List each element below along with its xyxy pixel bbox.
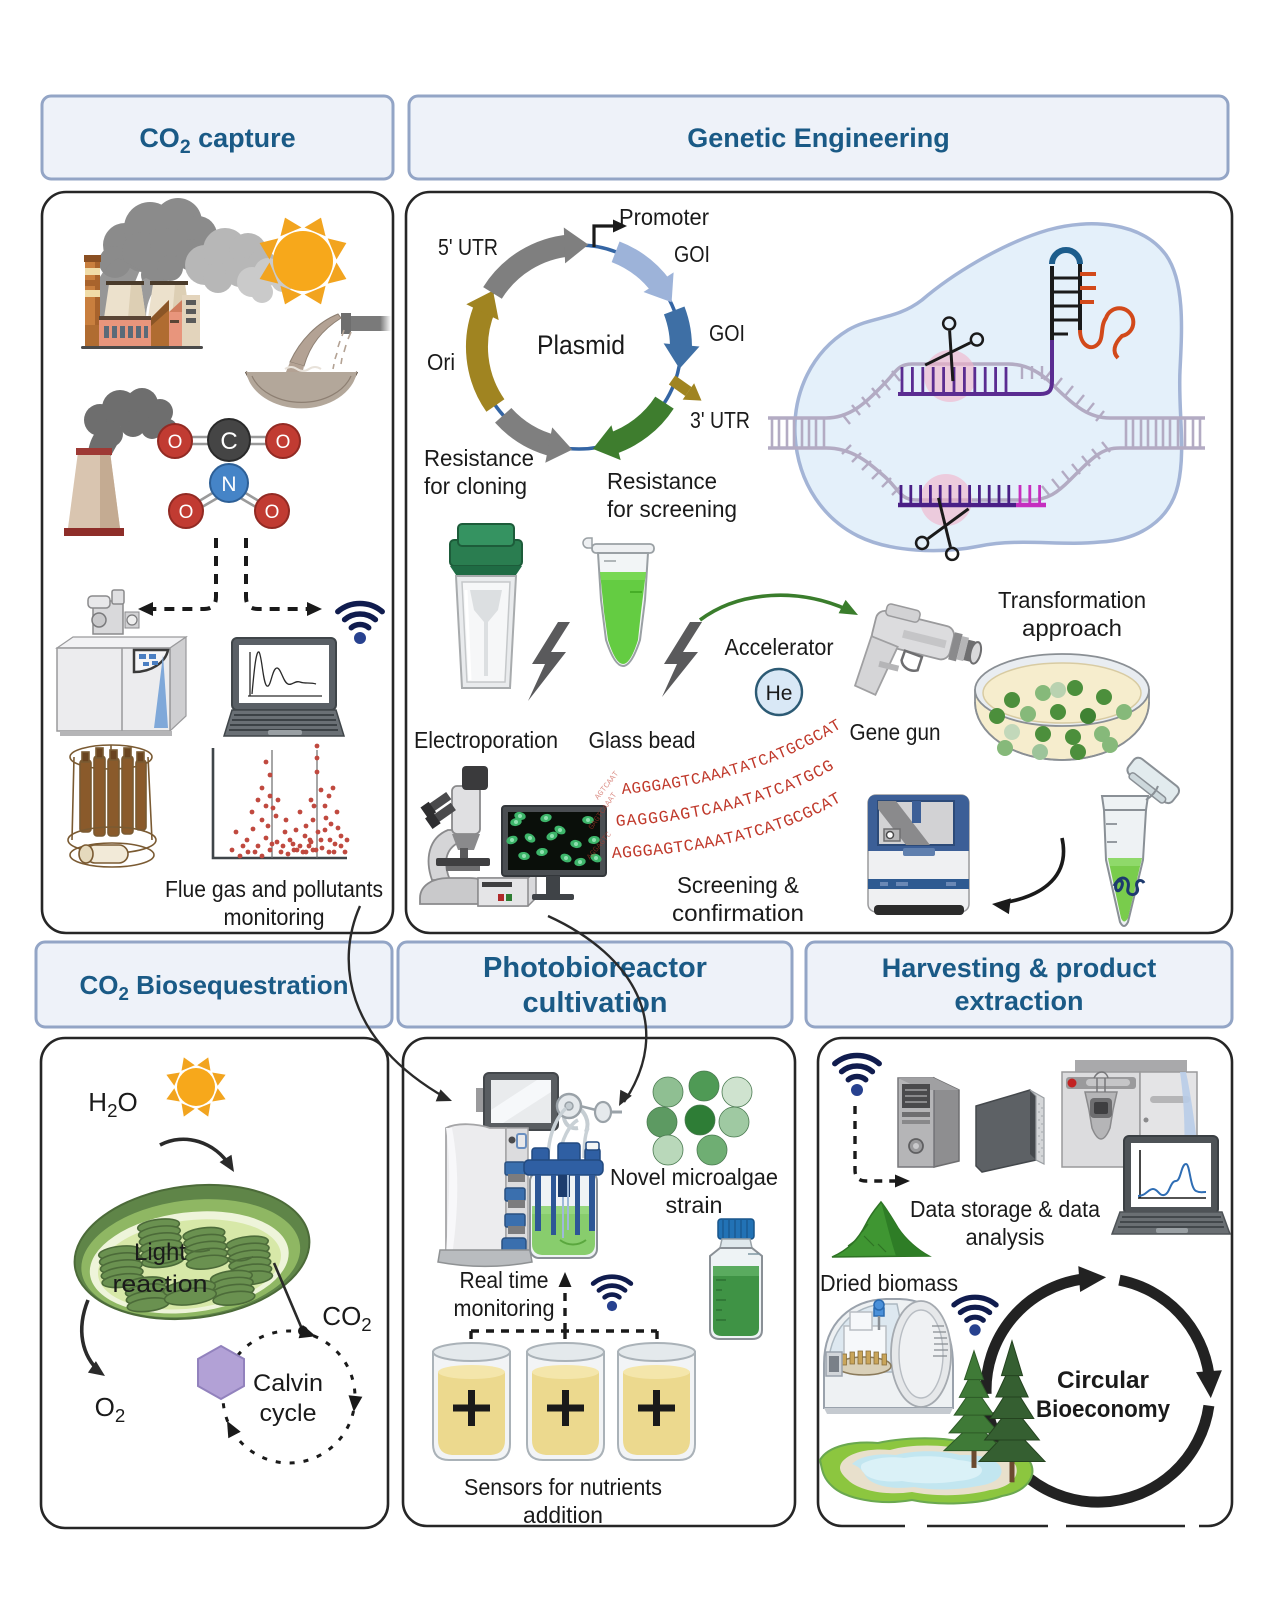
svg-text:N: N [221,473,236,496]
svg-text:monitoring: monitoring [224,904,325,930]
svg-text:GOI: GOI [674,241,710,267]
svg-text:O: O [276,432,291,453]
svg-text:for cloning: for cloning [424,473,527,499]
svg-text:Screening &: Screening & [677,872,799,898]
svg-text:O: O [168,432,183,453]
svg-text:Calvin: Calvin [253,1370,323,1397]
svg-text:O: O [265,502,280,523]
svg-text:strain: strain [666,1192,723,1218]
svg-text:CO2 capture: CO2 capture [139,123,295,158]
svg-text:O: O [179,502,194,523]
svg-text:Transformation: Transformation [998,587,1146,613]
svg-text:Bioeconomy: Bioeconomy [1036,1396,1171,1423]
svg-text:addition: addition [523,1502,603,1528]
svg-text:Resistance: Resistance [424,445,534,471]
svg-text:for screening: for screening [607,496,737,522]
svg-text:Light: Light [134,1239,186,1266]
svg-text:Photobioreactor: Photobioreactor [483,952,707,984]
svg-text:Data storage & data: Data storage & data [910,1196,1100,1222]
svg-text:Ori: Ori [427,349,455,375]
svg-text:Electroporation: Electroporation [414,727,558,753]
svg-text:C: C [220,428,237,455]
svg-text:confirmation: confirmation [672,900,804,926]
svg-text:reaction: reaction [113,1271,208,1298]
svg-text:Resistance: Resistance [607,468,717,494]
svg-text:3' UTR: 3' UTR [690,407,750,433]
svg-text:Sensors for nutrients: Sensors for nutrients [464,1474,662,1500]
svg-text:He: He [766,682,793,705]
svg-text:Glass bead: Glass bead [589,727,696,753]
svg-text:5' UTR: 5' UTR [438,234,498,260]
svg-text:Circular: Circular [1057,1367,1149,1394]
svg-text:Gene gun: Gene gun [850,719,941,745]
svg-text:Harvesting & product: Harvesting & product [882,953,1157,983]
svg-text:CO2 Biosequestration: CO2 Biosequestration [80,970,349,1004]
svg-text:monitoring: monitoring [454,1295,555,1321]
svg-text:H2O: H2O [88,1087,137,1121]
svg-text:GOI: GOI [709,320,745,346]
svg-text:Genetic Engineering: Genetic Engineering [687,123,950,153]
svg-text:Real time: Real time [460,1267,549,1293]
svg-text:extraction: extraction [954,986,1083,1016]
svg-text:Promoter: Promoter [619,204,709,230]
svg-text:Plasmid: Plasmid [537,330,625,360]
svg-text:approach: approach [1022,615,1122,641]
svg-text:Flue gas and pollutants: Flue gas and pollutants [165,876,383,902]
svg-text:cultivation: cultivation [522,987,667,1019]
svg-text:Dried biomass: Dried biomass [820,1270,958,1296]
svg-text:Accelerator: Accelerator [725,634,834,660]
svg-text:analysis: analysis [966,1224,1045,1250]
svg-text:cycle: cycle [260,1400,317,1427]
svg-text:Novel microalgae: Novel microalgae [610,1164,778,1190]
